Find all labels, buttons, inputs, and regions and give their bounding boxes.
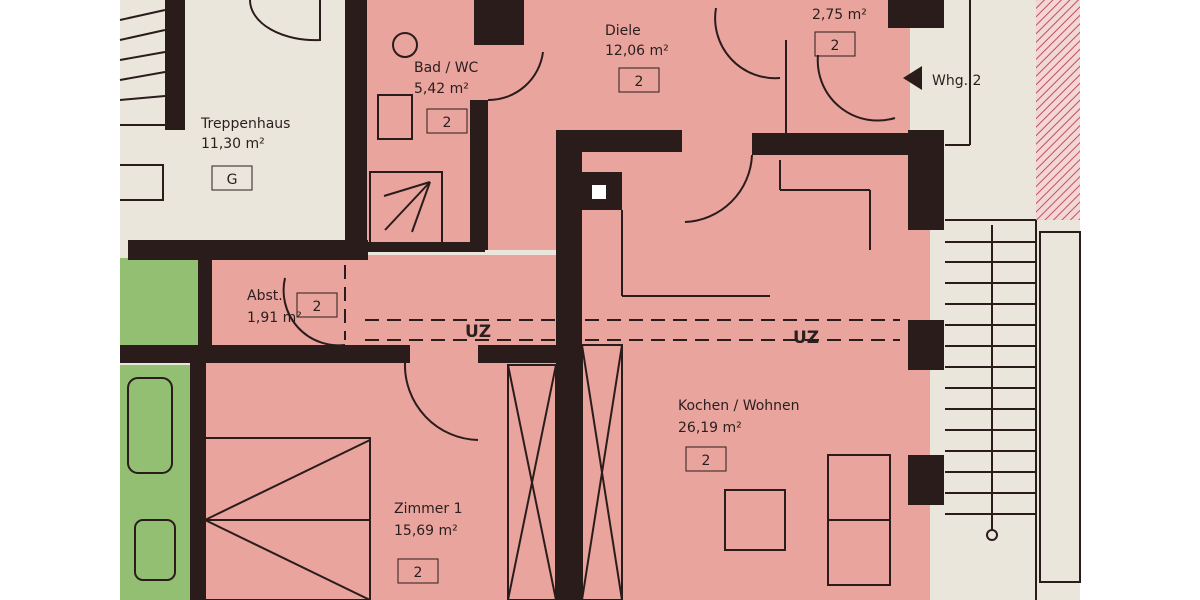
room-name: Bad / WC bbox=[414, 60, 479, 76]
staircase-left bbox=[119, 0, 321, 201]
room-name: Treppenhaus bbox=[200, 116, 290, 132]
room-tag: G bbox=[227, 172, 238, 188]
room-area: 26,19 m² bbox=[678, 420, 742, 436]
room-abstellraum: Abst. 1,91 m² 2 bbox=[247, 288, 338, 326]
room-name: Diele bbox=[605, 23, 641, 39]
room-treppenhaus: Treppenhaus 11,30 m² G bbox=[200, 116, 290, 191]
room-tag: 2 bbox=[635, 74, 644, 90]
entrance-label: Whg. 2 bbox=[932, 73, 981, 89]
room-diele: Diele 12,06 m² 2 bbox=[605, 23, 669, 93]
room-tag: 2 bbox=[313, 299, 322, 315]
room-name: Kochen / Wohnen bbox=[678, 398, 800, 414]
room-area: 5,42 m² bbox=[414, 81, 469, 97]
uz-label: UZ bbox=[465, 322, 491, 342]
neighbor-area bbox=[120, 258, 198, 600]
room-area: 1,91 m² bbox=[247, 310, 302, 326]
room-area: 15,69 m² bbox=[394, 523, 458, 539]
room-area: 12,06 m² bbox=[605, 43, 669, 59]
room-tag: 2 bbox=[831, 38, 840, 54]
room-bad-wc: Bad / WC 5,42 m² 2 bbox=[414, 60, 479, 134]
hatched-area bbox=[1036, 0, 1080, 220]
room-name: Zimmer 1 bbox=[394, 501, 462, 517]
room-tag: 2 bbox=[702, 453, 711, 469]
room-tag: 2 bbox=[414, 565, 423, 581]
fixtures bbox=[127, 7, 896, 600]
staircase-right bbox=[945, 0, 1081, 600]
uz-label: UZ bbox=[793, 328, 819, 348]
room-kochen-wohnen: Kochen / Wohnen 26,19 m² 2 bbox=[678, 398, 800, 472]
apartment-area bbox=[205, 0, 930, 600]
room-name: Abst. bbox=[247, 288, 283, 304]
room-2-75: 2,75 m² 2 bbox=[812, 7, 867, 57]
room-tag: 2 bbox=[443, 115, 452, 131]
room-zimmer-1: Zimmer 1 15,69 m² 2 bbox=[394, 501, 462, 584]
chimney-shaft bbox=[592, 185, 606, 199]
entrance-arrow-icon bbox=[903, 66, 922, 90]
dashed-lines bbox=[344, 265, 900, 341]
room-area: 11,30 m² bbox=[201, 136, 265, 152]
room-area: 2,75 m² bbox=[812, 7, 867, 23]
